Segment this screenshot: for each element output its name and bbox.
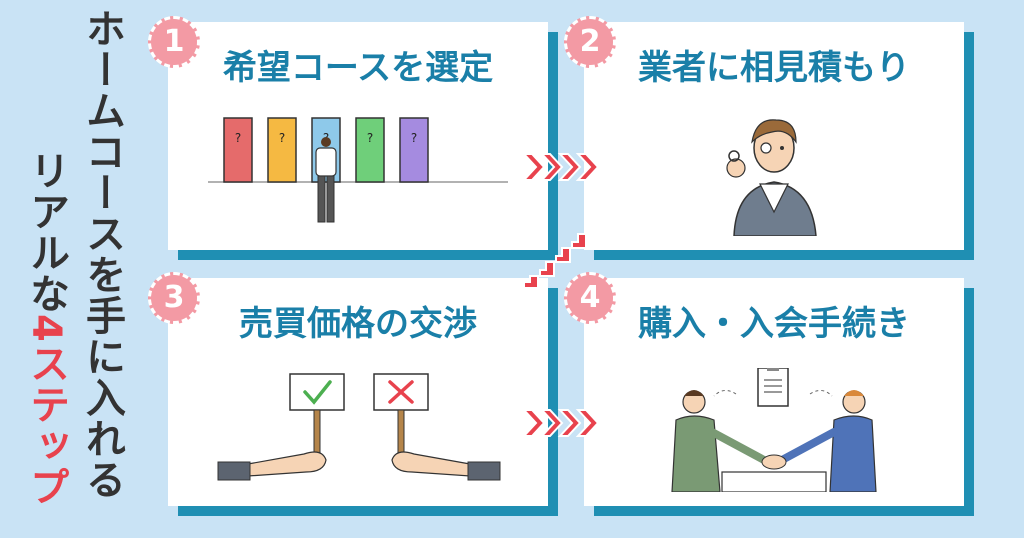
step-title: 希望コースを選定 xyxy=(222,48,494,88)
main-title-line1: ホームコースを手に入れる xyxy=(79,8,125,500)
step-title: 業者に相見積もり xyxy=(638,48,910,88)
main-title-line2: リアルな4ステップ xyxy=(23,150,69,507)
title-highlight: 4ステップ xyxy=(23,314,69,507)
step-number-badge: 4 xyxy=(564,272,616,324)
door-question: ? xyxy=(367,131,373,145)
contract-clipboard xyxy=(713,368,833,407)
arrow-chevrons-icon xyxy=(522,153,600,181)
door-yellow: ? xyxy=(267,117,297,183)
door-red: ? xyxy=(223,117,253,183)
step-title: 購入・入会手続き xyxy=(638,304,910,344)
step-card-2: 2 業者に相見積もり xyxy=(564,16,964,250)
handshake xyxy=(761,454,787,470)
cross-sign xyxy=(373,373,501,481)
step-card-3: 3 売買価格の交渉 xyxy=(148,272,548,506)
step-title: 売買価格の交渉 xyxy=(239,304,477,344)
step-card-4: 4 購入・入会手続き xyxy=(564,272,964,506)
question-doors-illustration: ? ? ? ? ? xyxy=(208,117,508,223)
person-figure xyxy=(315,137,337,223)
check-cross-signs-illustration xyxy=(217,373,501,481)
jeweler-magnifier-illustration xyxy=(726,119,817,236)
door-green: ? xyxy=(355,117,385,183)
check-sign xyxy=(217,373,345,481)
title-prefix: リアルな xyxy=(23,150,69,314)
jeweler-figure xyxy=(726,119,817,236)
step-number-badge: 1 xyxy=(148,16,200,68)
person-left xyxy=(671,390,768,492)
step-number-badge: 2 xyxy=(564,16,616,68)
arrow-chevrons-icon xyxy=(523,233,587,289)
door-question: ? xyxy=(235,131,241,145)
person-right xyxy=(778,390,877,492)
step-number-badge: 3 xyxy=(148,272,200,324)
step-card-1: 1 希望コースを選定 ? ? ? ? ? xyxy=(148,16,548,250)
door-question: ? xyxy=(279,131,285,145)
door-purple: ? xyxy=(399,117,429,183)
arrow-chevrons-icon xyxy=(522,409,600,437)
door-question: ? xyxy=(411,131,417,145)
table xyxy=(721,471,827,492)
handshake-contract-illustration xyxy=(671,368,877,492)
